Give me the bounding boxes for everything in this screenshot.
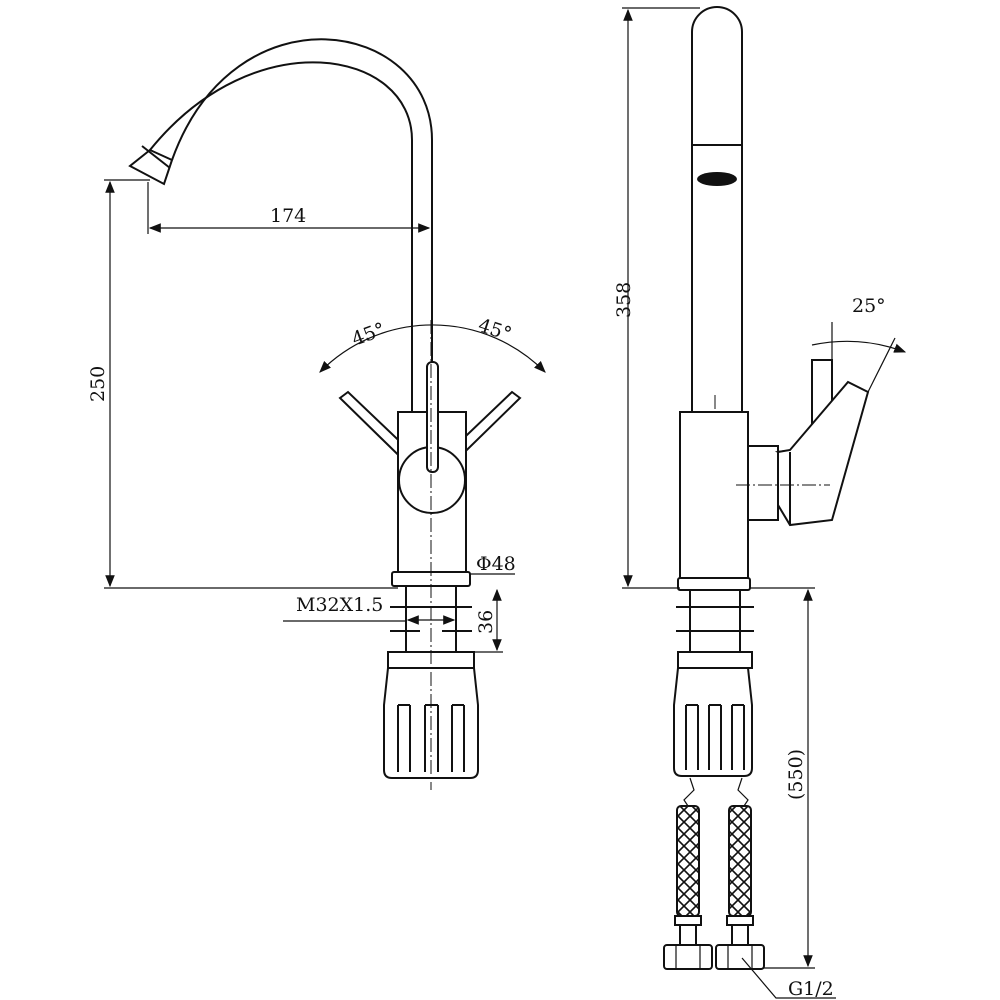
dimension-358: 358 <box>613 7 700 589</box>
angle-right-label: 45° <box>475 314 514 345</box>
side-base-ring <box>677 577 751 591</box>
dim-250-label: 250 <box>87 366 109 402</box>
side-nut <box>673 651 753 807</box>
dimension-250: 250 <box>87 179 398 589</box>
dimension-diameter-48: Φ48 <box>470 553 516 575</box>
mounting-nut <box>383 651 479 779</box>
dimension-550: (550) <box>750 587 815 969</box>
side-shank <box>676 590 754 652</box>
dim-36-label: 36 <box>475 610 497 634</box>
connector-callout: G1/2 <box>741 957 836 1000</box>
side-view: 358 25° (550) G1/2 <box>613 6 907 1000</box>
dimension-174: 174 <box>147 182 431 234</box>
spout <box>128 38 433 412</box>
front-view: 174 250 45° 45° Φ48 M32X1.5 36 <box>87 38 546 790</box>
dim-25-label: 25° <box>852 295 886 317</box>
thread-label: M32X1.5 <box>296 594 383 616</box>
dim-358-label: 358 <box>613 282 635 318</box>
dim-48-label: Φ48 <box>476 553 516 575</box>
supply-hoses <box>663 805 765 970</box>
connector-label: G1/2 <box>788 978 834 1000</box>
dim-174-label: 174 <box>270 205 306 227</box>
aerator <box>697 172 737 186</box>
hose-nut-right <box>715 944 765 970</box>
side-handle <box>774 359 870 527</box>
side-body <box>679 411 749 579</box>
angle-left-label: 45° <box>349 318 388 350</box>
side-spout <box>691 6 743 412</box>
hose-nut-left <box>663 944 713 970</box>
handle-lever <box>426 361 439 473</box>
dimension-36: 36 <box>456 588 503 653</box>
handle-mount <box>747 445 779 521</box>
dimension-25-degree: 25° <box>811 295 907 393</box>
thread-callout: M32X1.5 <box>283 594 406 622</box>
dim-550-label: (550) <box>785 749 807 800</box>
